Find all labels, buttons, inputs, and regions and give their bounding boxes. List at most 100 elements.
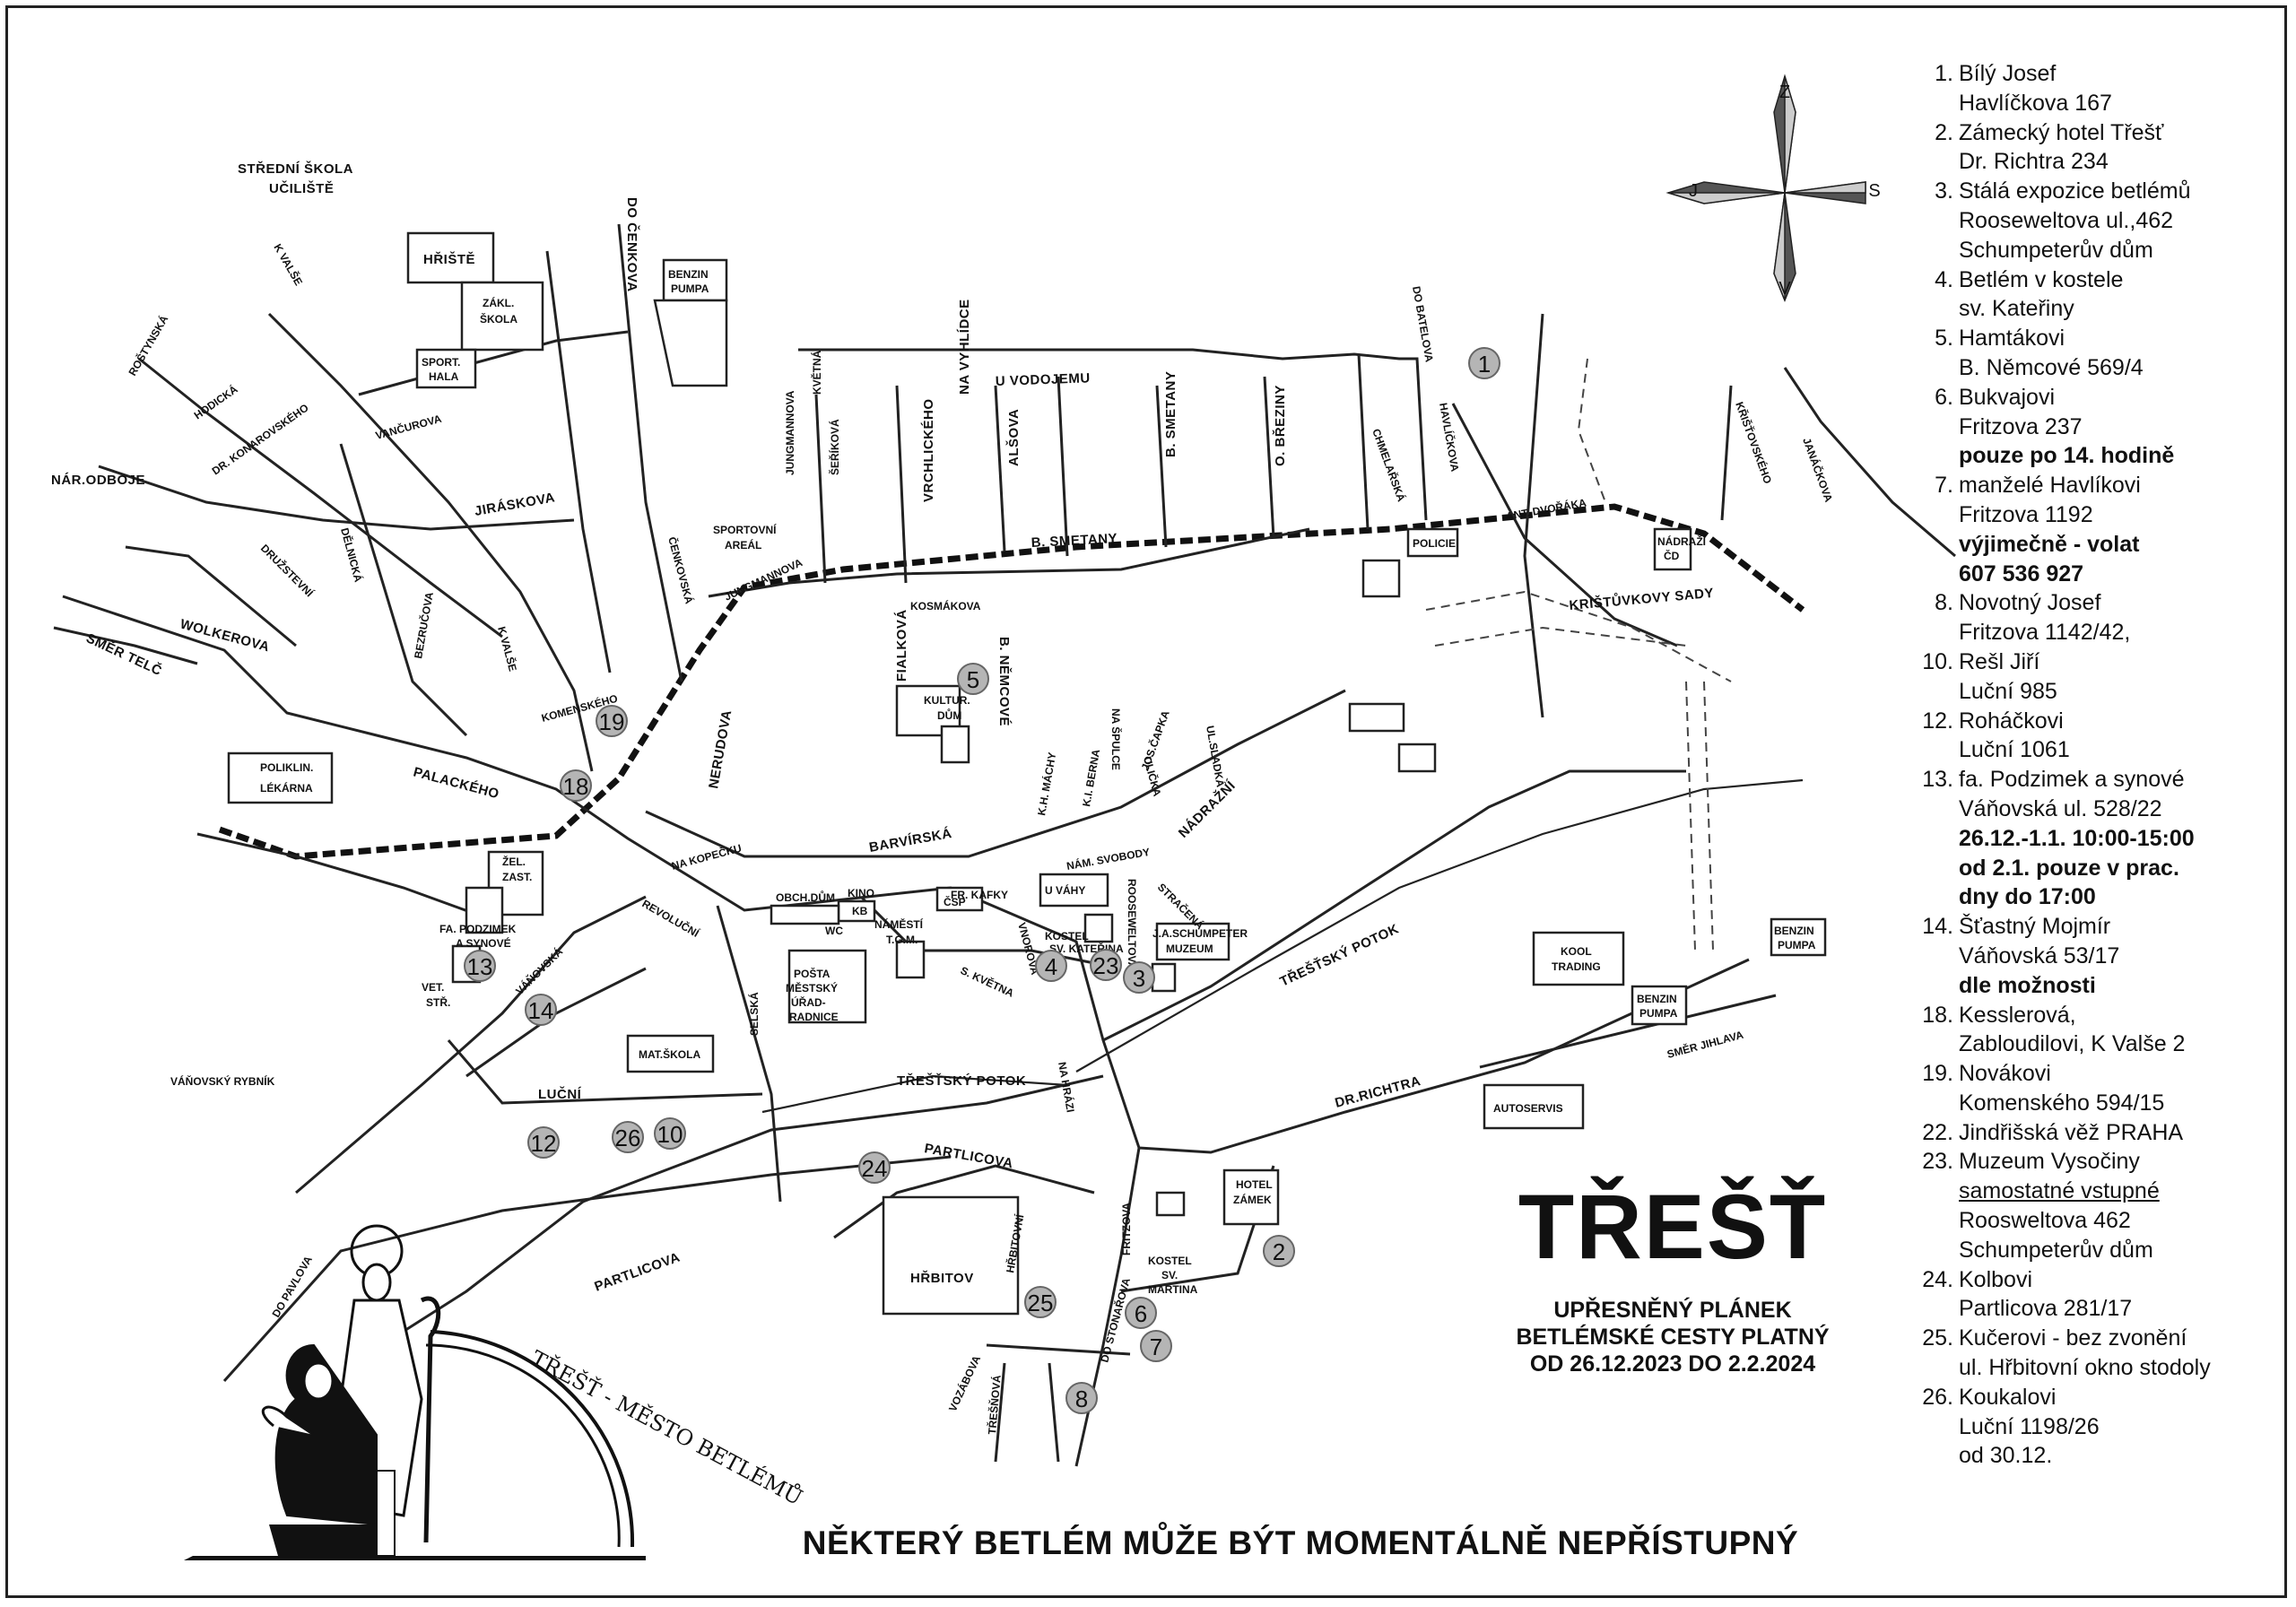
svg-text:WC: WC xyxy=(825,925,843,937)
svg-text:STŘ.: STŘ. xyxy=(426,995,450,1009)
svg-text:ČENKOVSKÁ: ČENKOVSKÁ xyxy=(665,535,696,605)
svg-text:FR. KAFKY: FR. KAFKY xyxy=(951,889,1008,901)
svg-text:ČD: ČD xyxy=(1664,549,1680,562)
svg-text:B. NĚMCOVÉ: B. NĚMCOVÉ xyxy=(996,637,1013,726)
legend-number: 22. xyxy=(1922,1119,1953,1145)
svg-text:ČSP: ČSP xyxy=(944,895,966,908)
marker-5[interactable]: 5 xyxy=(957,663,989,695)
marker-2[interactable]: 2 xyxy=(1263,1235,1295,1267)
svg-text:POLICIE: POLICIE xyxy=(1413,537,1456,550)
road-network xyxy=(53,223,1956,1467)
legend-line: Kolbovi xyxy=(1959,1266,2032,1292)
legend-line: Jindřišská věž PRAHA xyxy=(1959,1119,2184,1145)
marker-13[interactable]: 13 xyxy=(464,950,496,982)
svg-text:ROŠTYNSKÁ: ROŠTYNSKÁ xyxy=(126,312,171,378)
svg-text:PARTLICOVA: PARTLICOVA xyxy=(593,1249,683,1294)
svg-text:HOTEL: HOTEL xyxy=(1236,1178,1273,1191)
legend-number: 26. xyxy=(1922,1384,1953,1410)
svg-text:MĚSTSKÝ: MĚSTSKÝ xyxy=(786,981,838,995)
svg-text:ALŠOVA: ALŠOVA xyxy=(1005,409,1022,466)
svg-text:13: 13 xyxy=(467,953,493,980)
legend-line: Rooseweltova ul.,462 xyxy=(1959,207,2174,233)
nativity-logo: TŘEŠŤ - MĚSTO BETLÉMŮ xyxy=(184,1224,807,1560)
svg-text:PARTLICOVA: PARTLICOVA xyxy=(923,1141,1014,1171)
marker-14[interactable]: 14 xyxy=(525,994,557,1026)
legend-line: Fritzova 237 xyxy=(1959,413,2083,439)
svg-text:KULTUR.: KULTUR. xyxy=(924,694,970,707)
svg-text:10: 10 xyxy=(657,1121,683,1148)
marker-23[interactable]: 23 xyxy=(1090,949,1122,981)
buildings xyxy=(227,231,1827,1316)
marker-12[interactable]: 12 xyxy=(527,1126,560,1159)
subtitle-line-2: BETLÉMSKÉ CESTY PLATNÝ xyxy=(1516,1325,1830,1350)
legend-number: 8. xyxy=(1935,590,1953,616)
marker-26[interactable]: 26 xyxy=(612,1121,644,1153)
legend-line: od 30.12. xyxy=(1959,1443,2053,1469)
marker-4[interactable]: 4 xyxy=(1035,950,1067,982)
legend-line: Muzeum Vysočiny xyxy=(1959,1149,2140,1175)
legend-line: pouze po 14. hodině xyxy=(1959,443,2175,469)
svg-text:JANÁČKOVA: JANÁČKOVA xyxy=(1800,436,1836,504)
svg-text:DR.RICHTRA: DR.RICHTRA xyxy=(1334,1073,1422,1111)
legend-line: Luční 985 xyxy=(1959,678,2057,704)
map-frame xyxy=(5,5,2287,1598)
svg-text:23: 23 xyxy=(1093,952,1119,979)
svg-text:SELSKÁ: SELSKÁ xyxy=(747,992,761,1036)
legend-line: Fritzova 1192 xyxy=(1959,501,2093,527)
legend-item[interactable]: 22.Jindřišská věž PRAHA xyxy=(1919,1118,2287,1148)
legend-number: 24. xyxy=(1922,1266,1953,1292)
svg-text:NÁR.ODBOJE: NÁR.ODBOJE xyxy=(51,473,145,488)
svg-text:KVĚTNÁ: KVĚTNÁ xyxy=(810,350,823,395)
legend-item[interactable]: 18.Kesslerová,Zabloudilovi, K Valše 2 xyxy=(1919,1001,2287,1060)
svg-text:PUMPA: PUMPA xyxy=(1778,939,1816,951)
marker-24[interactable]: 24 xyxy=(858,1151,891,1184)
marker-18[interactable]: 18 xyxy=(560,769,592,802)
svg-text:PUMPA: PUMPA xyxy=(1639,1007,1678,1020)
marker-8[interactable]: 8 xyxy=(1065,1382,1098,1414)
marker-25[interactable]: 25 xyxy=(1024,1286,1057,1318)
svg-text:POŠTA: POŠTA xyxy=(794,967,831,980)
marker-3[interactable]: 3 xyxy=(1123,961,1155,994)
legend-line: Šťastný Mojmír xyxy=(1959,914,2111,940)
marker-1[interactable]: 1 xyxy=(1468,347,1500,379)
svg-text:MUZEUM: MUZEUM xyxy=(1166,942,1213,955)
legend-number: 5. xyxy=(1935,326,1953,352)
compass-east-label: S xyxy=(1868,181,1880,201)
compass-north-label: Z xyxy=(1779,83,1790,102)
svg-text:RADNICE: RADNICE xyxy=(789,1011,839,1023)
marker-7[interactable]: 7 xyxy=(1140,1330,1172,1362)
svg-text:B. SMETANY: B. SMETANY xyxy=(1031,531,1118,551)
compass-rose: Z V J S xyxy=(1665,74,1881,303)
marker-6[interactable]: 6 xyxy=(1125,1297,1157,1329)
legend-line: sv. Kateřiny xyxy=(1959,296,2074,322)
svg-text:14: 14 xyxy=(528,997,554,1024)
subtitle-line-3: OD 26.12.2023 DO 2.2.2024 xyxy=(1529,1351,1816,1377)
marker-19[interactable]: 19 xyxy=(596,705,628,737)
warning-notice: NĚKTERÝ BETLÉM MŮŽE BÝT MOMENTÁLNĚ NEPŘÍ… xyxy=(802,1524,1799,1561)
legend-line: dle možnosti xyxy=(1959,972,2096,998)
legend-number: 10. xyxy=(1922,648,1953,674)
marker-10[interactable]: 10 xyxy=(654,1117,686,1150)
svg-text:U VÁHY: U VÁHY xyxy=(1045,883,1085,897)
svg-text:5: 5 xyxy=(967,666,979,693)
svg-text:SV.: SV. xyxy=(1161,1269,1178,1281)
legend-line: Koukalovi xyxy=(1959,1384,2057,1410)
